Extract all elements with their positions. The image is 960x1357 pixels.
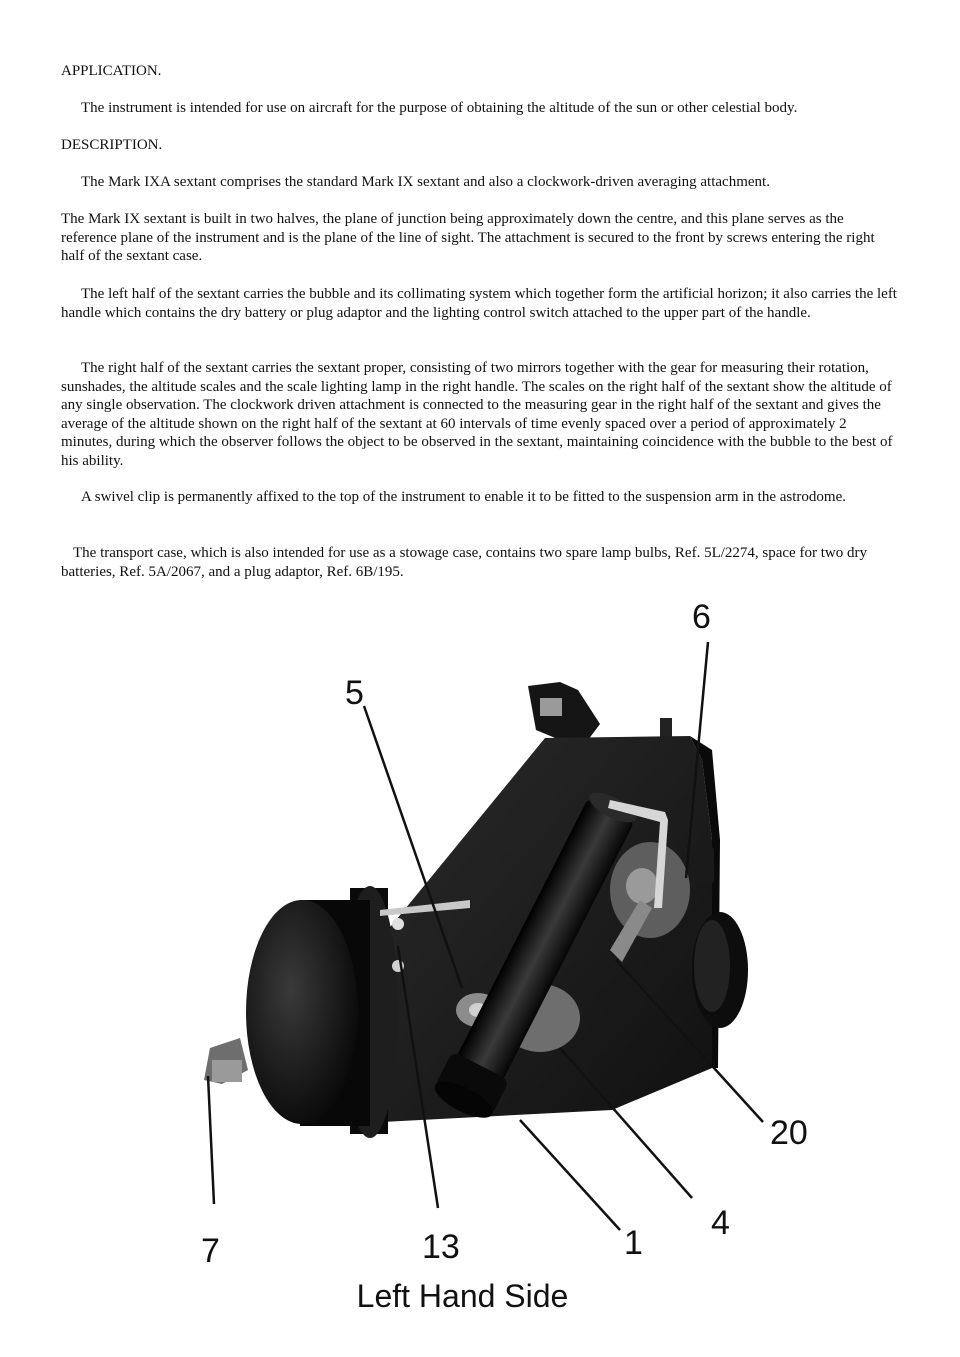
- description-paragraph-4: The right half of the sextant carries th…: [61, 360, 893, 469]
- description-paragraph-6: The transport case, which is also intend…: [61, 545, 867, 580]
- leader-lines: [206, 641, 764, 1231]
- callout-20: 20: [770, 1114, 808, 1152]
- sight-bracket: [528, 682, 600, 740]
- callout-1: 1: [624, 1224, 643, 1262]
- sextant-figure: 6 5 20 7 13 1 4 Left Hand Side: [0, 590, 960, 1357]
- description-paragraph-2: The Mark IX sextant is built in two halv…: [61, 211, 875, 265]
- figure-caption: Left Hand Side: [356, 1278, 569, 1314]
- callout-5: 5: [345, 674, 364, 712]
- application-paragraph: The instrument is intended for use on ai…: [81, 100, 798, 116]
- callout-6: 6: [692, 598, 711, 636]
- description-paragraph-5: A swivel clip is permanently affixed to …: [81, 489, 846, 505]
- application-heading: APPLICATION.: [61, 63, 162, 79]
- sextant-photo: [204, 641, 764, 1231]
- description-heading: DESCRIPTION.: [61, 137, 163, 153]
- description-paragraph-1: The Mark IXA sextant comprises the stand…: [81, 174, 770, 190]
- callout-7: 7: [201, 1232, 220, 1270]
- callout-13: 13: [422, 1228, 460, 1266]
- bubble-drum: [246, 900, 358, 1124]
- callout-4: 4: [711, 1204, 730, 1242]
- left-handle: [456, 799, 633, 1084]
- description-paragraph-3: The left half of the sextant carries the…: [61, 286, 897, 321]
